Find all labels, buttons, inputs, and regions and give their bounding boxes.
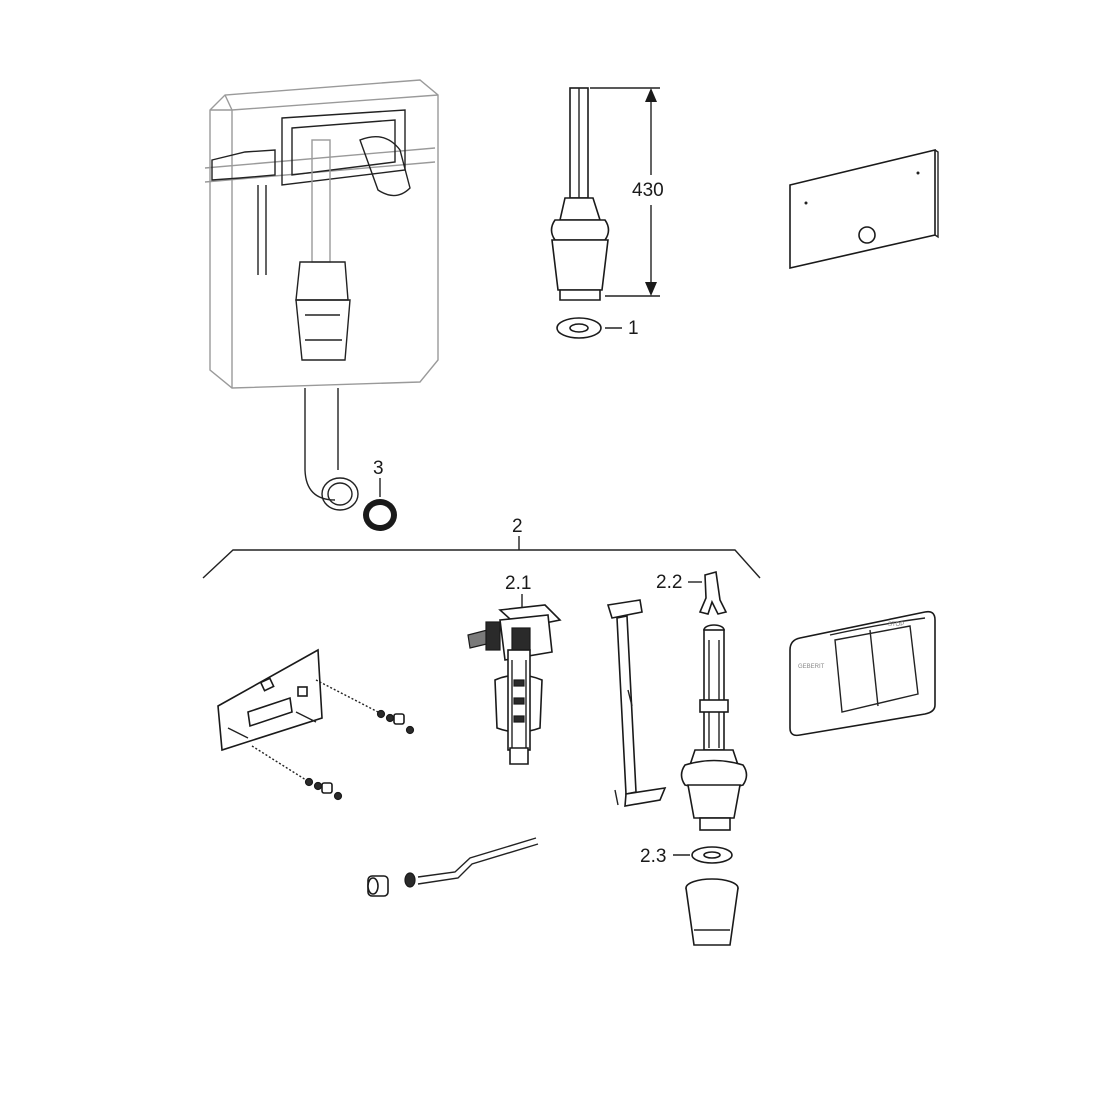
label-flush-gasket: 2.3: [640, 846, 666, 867]
label-clip: 2.2: [656, 572, 682, 593]
kit-bracket: [202, 536, 761, 579]
label-kit: 2: [512, 516, 523, 537]
connecting-pipe: [367, 837, 539, 897]
dimension-label: 430: [632, 180, 664, 201]
gasket-1: [556, 317, 622, 339]
cover-plate-top: [789, 148, 939, 270]
flush-valve: [680, 624, 748, 831]
clip-2-2: [688, 570, 728, 615]
label-gasket-1: 1: [628, 318, 639, 339]
cover-plate-stop: GEBERIT STOP: [789, 610, 936, 737]
dimension-arrow: [590, 87, 660, 297]
linkage-rod: [606, 599, 667, 807]
fill-valve: [467, 594, 562, 765]
mounting-plate: [217, 648, 415, 801]
label-fill-valve: 2.1: [505, 573, 531, 594]
stop-text: STOP: [888, 622, 904, 628]
label-outlet-seal: 3: [373, 458, 384, 479]
outlet-seal: [363, 478, 397, 531]
gasket-2-3: [673, 846, 733, 864]
brand-logo-text: GEBERIT: [798, 664, 825, 670]
float-cup: [685, 878, 739, 946]
flush-pipe: [550, 87, 610, 301]
cistern: [204, 79, 439, 511]
